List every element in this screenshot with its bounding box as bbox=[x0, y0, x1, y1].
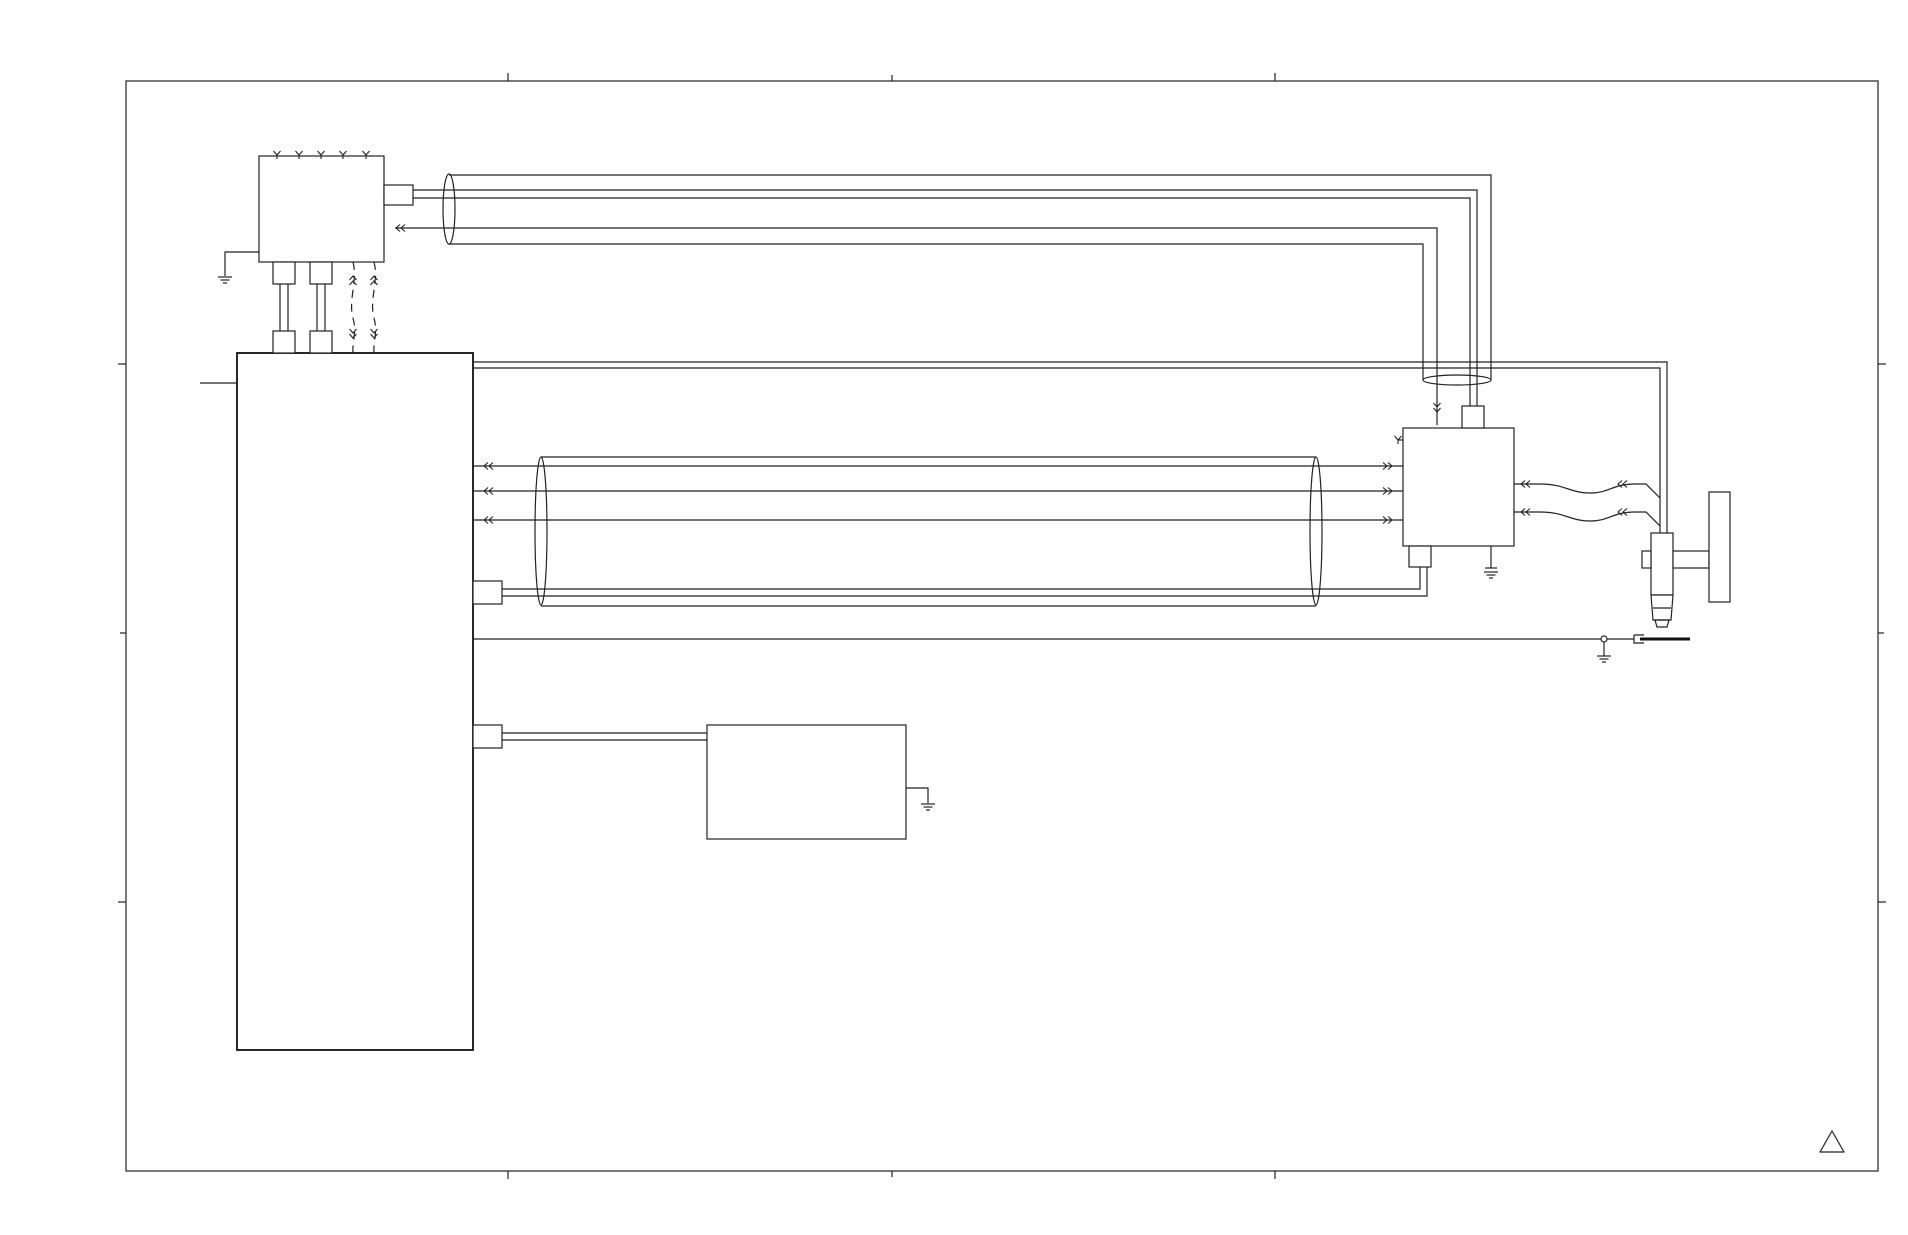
ground-icon bbox=[1483, 571, 1499, 579]
revision-triangle-icon bbox=[1819, 1130, 1845, 1153]
ground-icon bbox=[1596, 655, 1612, 663]
ground-line bbox=[473, 634, 1690, 663]
ground-icon bbox=[920, 803, 936, 811]
top-left-module bbox=[217, 150, 414, 354]
right-junction-module bbox=[1393, 405, 1661, 579]
control-handle bbox=[1641, 491, 1731, 628]
frame-border bbox=[118, 73, 1886, 1179]
handle-cable-1 bbox=[473, 361, 1668, 533]
ground-icon bbox=[217, 276, 233, 284]
main-unit-box bbox=[236, 352, 474, 1051]
top-cable-bundle bbox=[395, 173, 1492, 425]
middle-cable-bundle bbox=[472, 456, 1428, 607]
handle-cable-2 bbox=[473, 367, 1661, 533]
bottom-module bbox=[472, 724, 936, 840]
